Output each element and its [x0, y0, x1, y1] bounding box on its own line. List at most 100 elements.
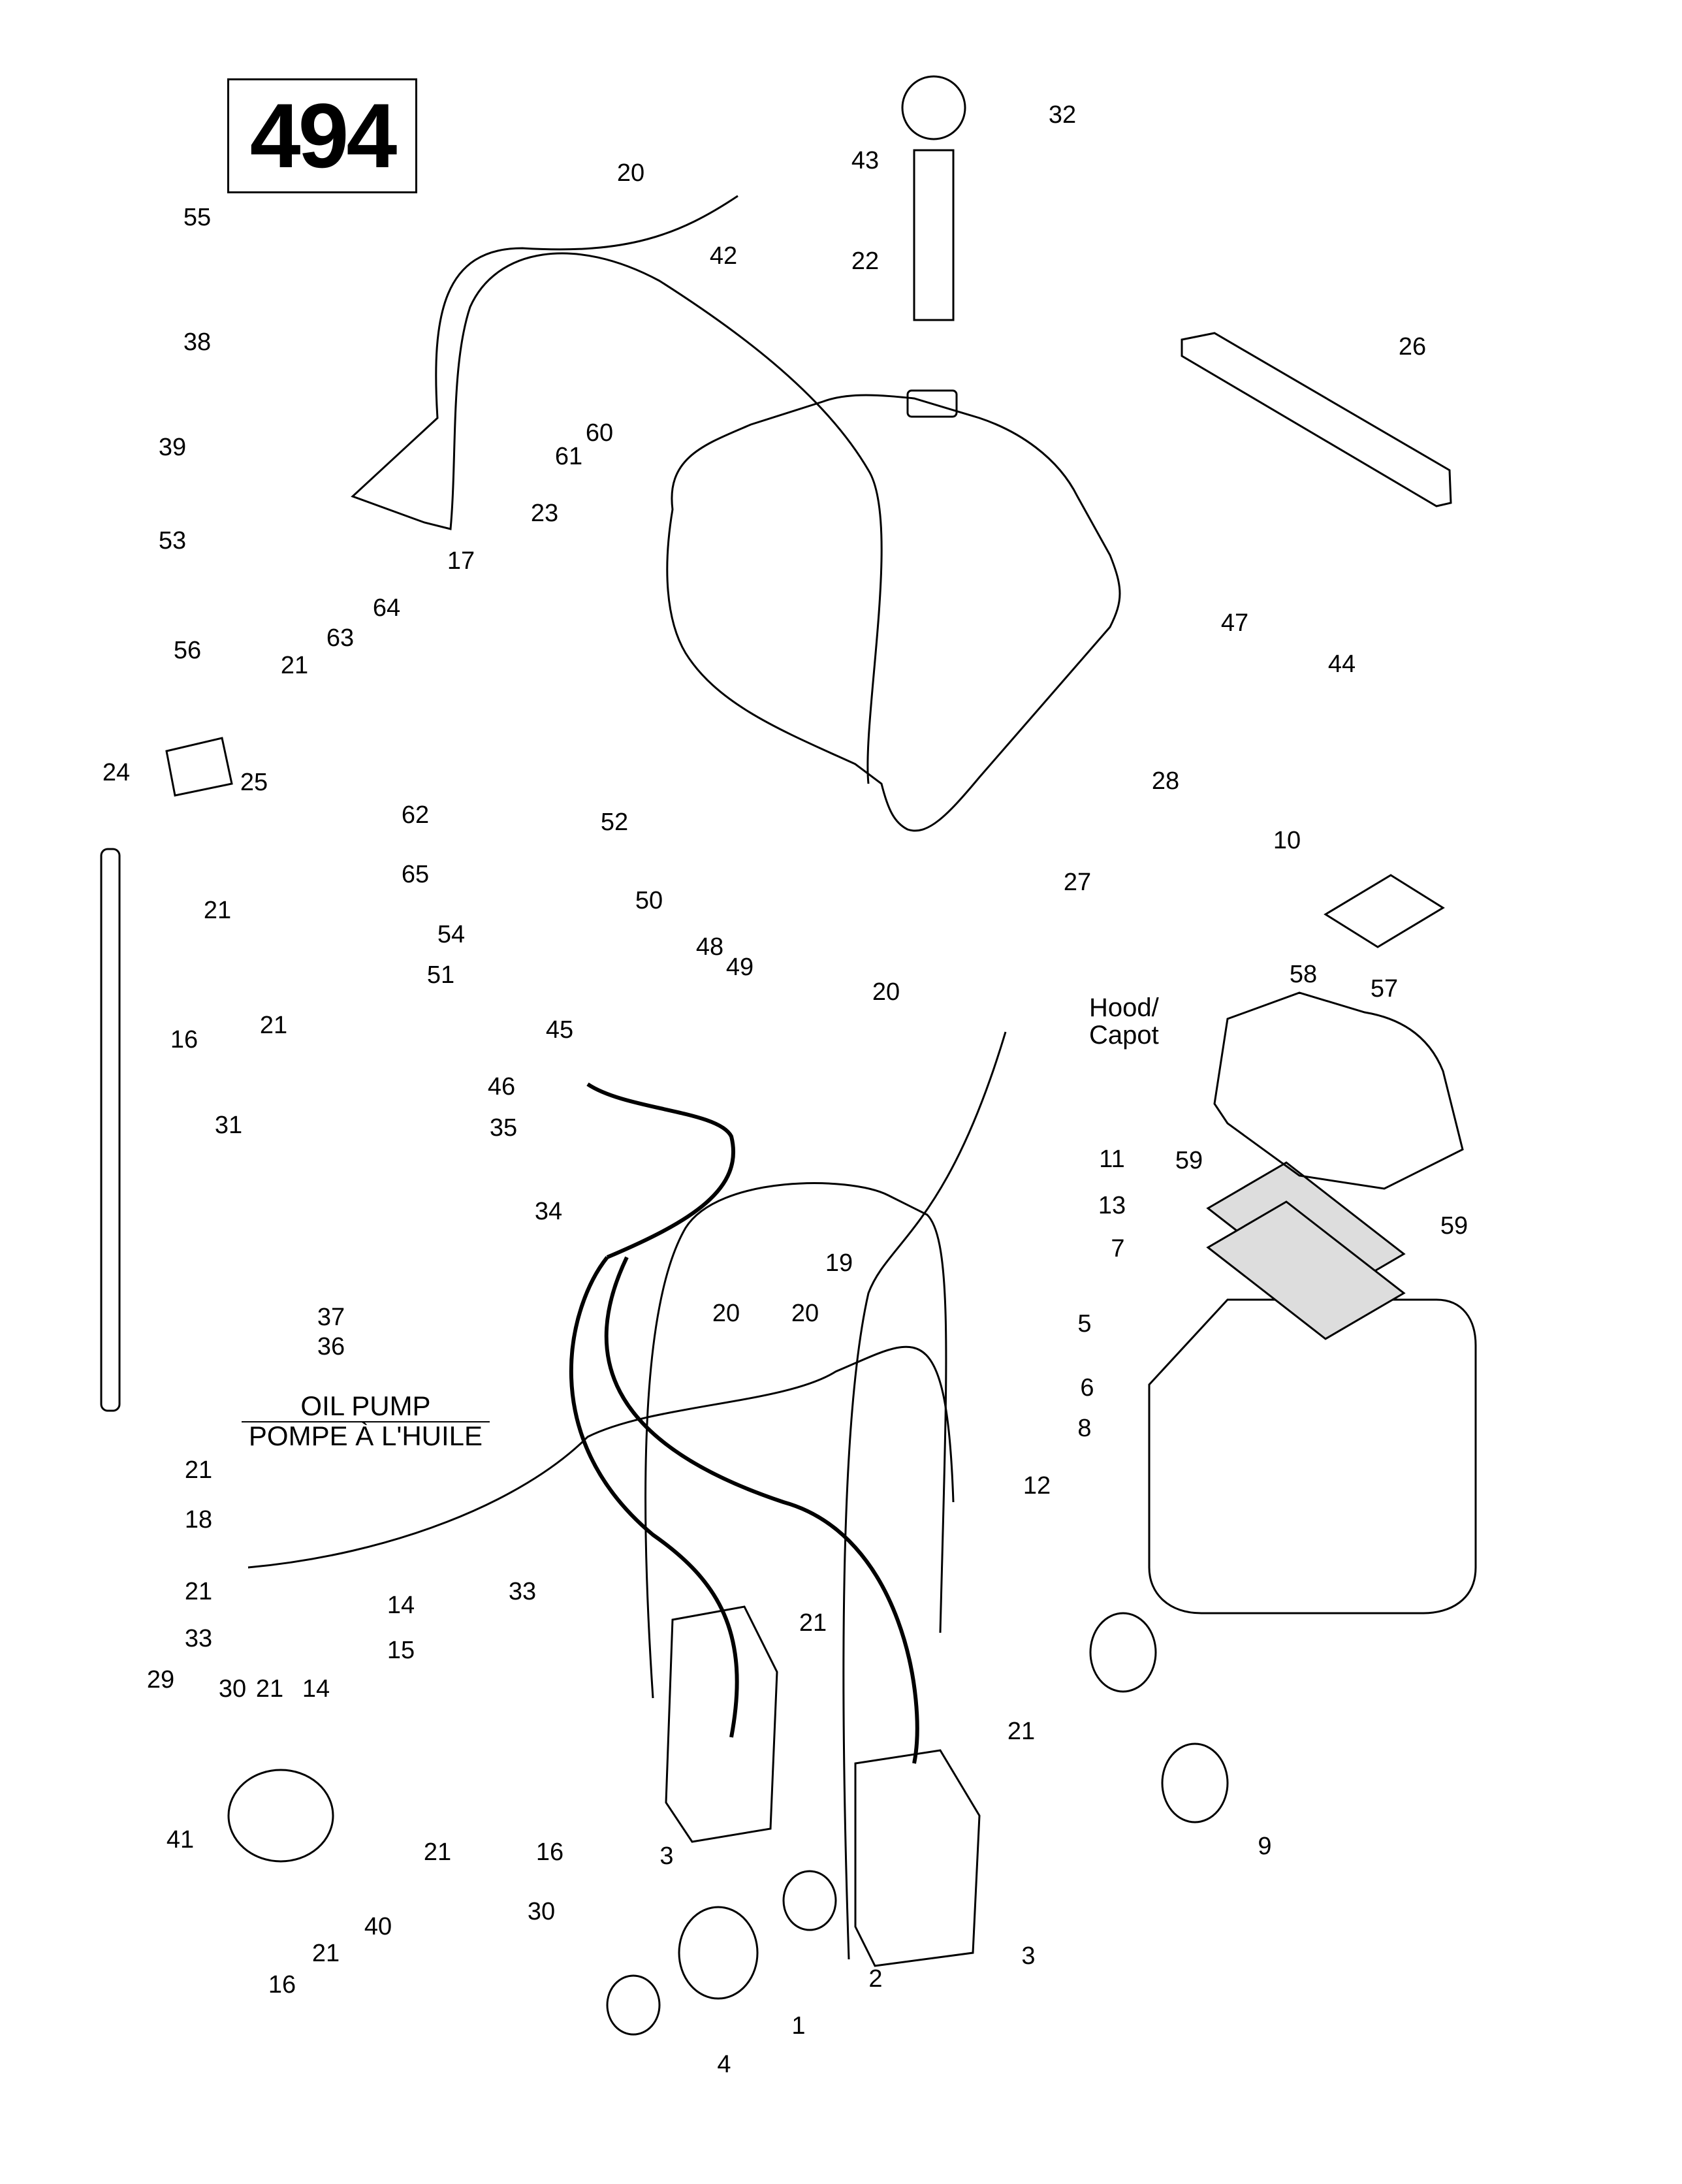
callout-10: 10: [1273, 827, 1301, 854]
callout-30: 30: [527, 1898, 556, 1925]
callout-64: 64: [372, 594, 401, 622]
callout-21: 21: [259, 1012, 288, 1039]
hose-31-sleeve: [100, 848, 121, 1412]
oil-pump-caption: OIL PUMP POMPE À L'HUILE: [242, 1392, 490, 1450]
carburetor-3-left: [665, 1605, 778, 1843]
callout-26: 26: [1398, 333, 1427, 361]
callout-21: 21: [311, 1940, 340, 1967]
callout-21: 21: [423, 1839, 452, 1866]
callout-3: 3: [1021, 1942, 1036, 1970]
callout-31: 31: [214, 1112, 243, 1139]
callout-21: 21: [255, 1675, 284, 1703]
label-24: [165, 737, 233, 797]
oil-pump-caption-fr: POMPE À L'HUILE: [248, 1421, 483, 1451]
fuel-gauge-32-cap: [901, 75, 966, 140]
callout-51: 51: [426, 961, 455, 989]
callout-36: 36: [317, 1333, 345, 1360]
callout-3: 3: [659, 1842, 674, 1870]
callout-40: 40: [364, 1913, 392, 1940]
callout-21: 21: [1007, 1718, 1036, 1745]
callout-7: 7: [1111, 1235, 1125, 1262]
bracket-26: [1181, 332, 1452, 507]
callout-1: 1: [791, 2012, 806, 2040]
callout-9: 9: [1258, 1833, 1272, 1860]
callout-8: 8: [1077, 1415, 1092, 1442]
callout-39: 39: [158, 434, 187, 461]
callout-29: 29: [146, 1666, 175, 1694]
airbox-5: [1148, 1298, 1477, 1614]
filler-neck: [906, 389, 958, 418]
label-10: [1324, 874, 1445, 948]
callout-15: 15: [387, 1637, 415, 1664]
clamp-2: [782, 1870, 837, 1931]
callout-20: 20: [616, 159, 645, 187]
hood-annotation-text: Hood/ Capot: [1089, 993, 1159, 1050]
carburetor-3-right: [854, 1749, 981, 1967]
oil-line-to-pump: [586, 1082, 736, 1259]
air-filter-13: [1206, 1200, 1406, 1340]
page-number: 494: [249, 84, 398, 187]
callout-43: 43: [851, 147, 880, 174]
callout-48: 48: [695, 933, 724, 961]
callout-14: 14: [302, 1675, 330, 1703]
callout-46: 46: [487, 1073, 516, 1100]
callout-61: 61: [554, 443, 583, 470]
callout-16: 16: [170, 1026, 198, 1053]
callout-35: 35: [489, 1114, 518, 1142]
fuel-hose-20-mid: [644, 1182, 947, 1699]
callout-12: 12: [1023, 1472, 1051, 1500]
fuel-hose-16: [247, 1345, 955, 1569]
callout-56: 56: [173, 637, 202, 664]
oil-pump-caption-en: OIL PUMP: [242, 1392, 490, 1422]
callout-34: 34: [534, 1198, 563, 1225]
callout-63: 63: [326, 624, 355, 652]
callout-32: 32: [1048, 101, 1077, 129]
callout-33: 33: [184, 1625, 213, 1652]
callout-25: 25: [240, 769, 268, 796]
callout-18: 18: [184, 1506, 213, 1534]
callout-2: 2: [868, 1965, 883, 1993]
callout-33: 33: [508, 1578, 537, 1605]
clamp-4: [606, 1974, 661, 2036]
callout-21: 21: [203, 897, 232, 924]
callout-59: 59: [1440, 1212, 1468, 1240]
callout-49: 49: [725, 954, 754, 981]
callout-28: 28: [1151, 767, 1180, 795]
callout-53: 53: [158, 527, 187, 554]
callout-60: 60: [585, 419, 614, 447]
rubber-sleeve-9b: [1161, 1742, 1229, 1823]
callout-38: 38: [183, 329, 212, 356]
callout-6: 6: [1080, 1374, 1094, 1402]
hood-57: [1213, 991, 1464, 1190]
callout-4: 4: [717, 2051, 731, 2078]
callout-44: 44: [1327, 650, 1356, 678]
callout-22: 22: [851, 248, 880, 275]
oil-pump-40: [227, 1769, 334, 1863]
callout-42: 42: [709, 242, 738, 270]
callout-37: 37: [317, 1304, 345, 1331]
callout-65: 65: [401, 861, 430, 888]
callout-52: 52: [600, 809, 629, 836]
callout-58: 58: [1289, 961, 1318, 988]
rubber-sleeve-9a: [1089, 1612, 1157, 1693]
callout-57: 57: [1370, 975, 1399, 1003]
callout-41: 41: [166, 1826, 195, 1854]
callout-17: 17: [447, 547, 475, 575]
callout-20: 20: [872, 978, 900, 1006]
callout-55: 55: [183, 204, 212, 231]
callout-19: 19: [825, 1249, 853, 1277]
vent-hose-20: [351, 195, 883, 784]
oil-line-34b: [604, 1256, 919, 1764]
callout-16: 16: [535, 1839, 564, 1866]
callout-5: 5: [1077, 1310, 1092, 1338]
fuel-tank-28: [666, 394, 1121, 832]
callout-45: 45: [545, 1016, 574, 1044]
fuel-hose-20-right: [842, 1031, 1007, 1960]
callout-24: 24: [102, 759, 131, 786]
callout-30: 30: [218, 1675, 247, 1703]
callout-11: 11: [1099, 1146, 1125, 1173]
oil-line-34: [569, 1256, 739, 1738]
callout-21: 21: [184, 1578, 213, 1605]
hood-annotation: Hood/ Capot: [1089, 994, 1159, 1049]
